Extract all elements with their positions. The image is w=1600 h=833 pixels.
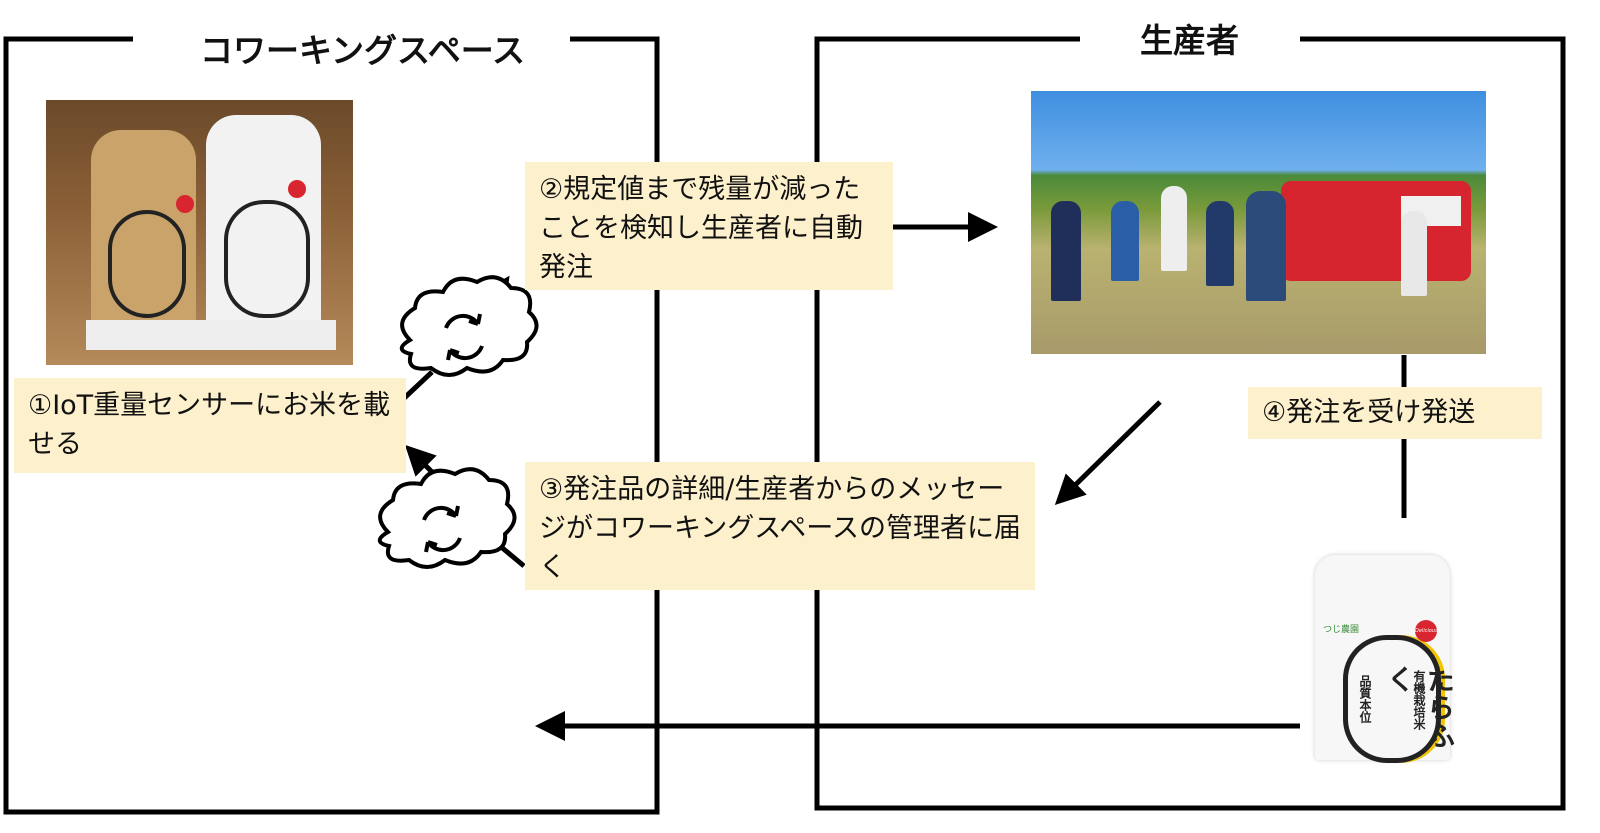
- rice-bags-on-sensor-photo: [46, 100, 353, 365]
- producer-frame: [814, 36, 1566, 811]
- connector-step3-to-cloud: [498, 544, 526, 568]
- step-1-text: ①IoT重量センサーにお米を載せる: [28, 390, 391, 460]
- cloud-sync-icon: [399, 275, 539, 377]
- arrow-to-coworking-manager: [1054, 400, 1162, 505]
- step-3-box: ③発注品の詳細/生産者からのメッセージがコワーキングスペースの管理者に届く: [525, 462, 1035, 590]
- step-4-box: ④発注を受け発送: [1248, 387, 1542, 439]
- cloud-sync-icon: [377, 467, 517, 569]
- producer-section-title: 生産者: [1140, 21, 1239, 60]
- step-1-box: ①IoT重量センサーにお米を載せる: [14, 378, 406, 473]
- step-2-box: ②規定値まで残量が減ったことを検知し生産者に自動発注: [525, 162, 893, 290]
- farm-logo: つじ農園: [1323, 625, 1360, 635]
- coworking-section-title: コワーキングスペース: [200, 31, 526, 70]
- product-tagline-label: 品質本位: [1358, 675, 1372, 723]
- product-subtitle-label: 有機栽培米: [1412, 670, 1426, 730]
- step-3-text: ③発注品の詳細/生産者からのメッセージがコワーキングスペースの管理者に届く: [539, 474, 1021, 583]
- delicious-badge: Delicious!: [1415, 620, 1440, 642]
- coworking-frame: [3, 36, 660, 815]
- product-brand-label: たらふく: [1383, 665, 1456, 749]
- step-2-text: ②規定値まで残量が減ったことを検知し生産者に自動発注: [539, 174, 863, 283]
- producers-field-photo: [1031, 91, 1486, 354]
- shipped-rice-bag-photo: Delicious! つじ農園 たらふく 有機栽培米 品質本位: [1305, 540, 1457, 765]
- step-4-text: ④発注を受け発送: [1262, 397, 1476, 428]
